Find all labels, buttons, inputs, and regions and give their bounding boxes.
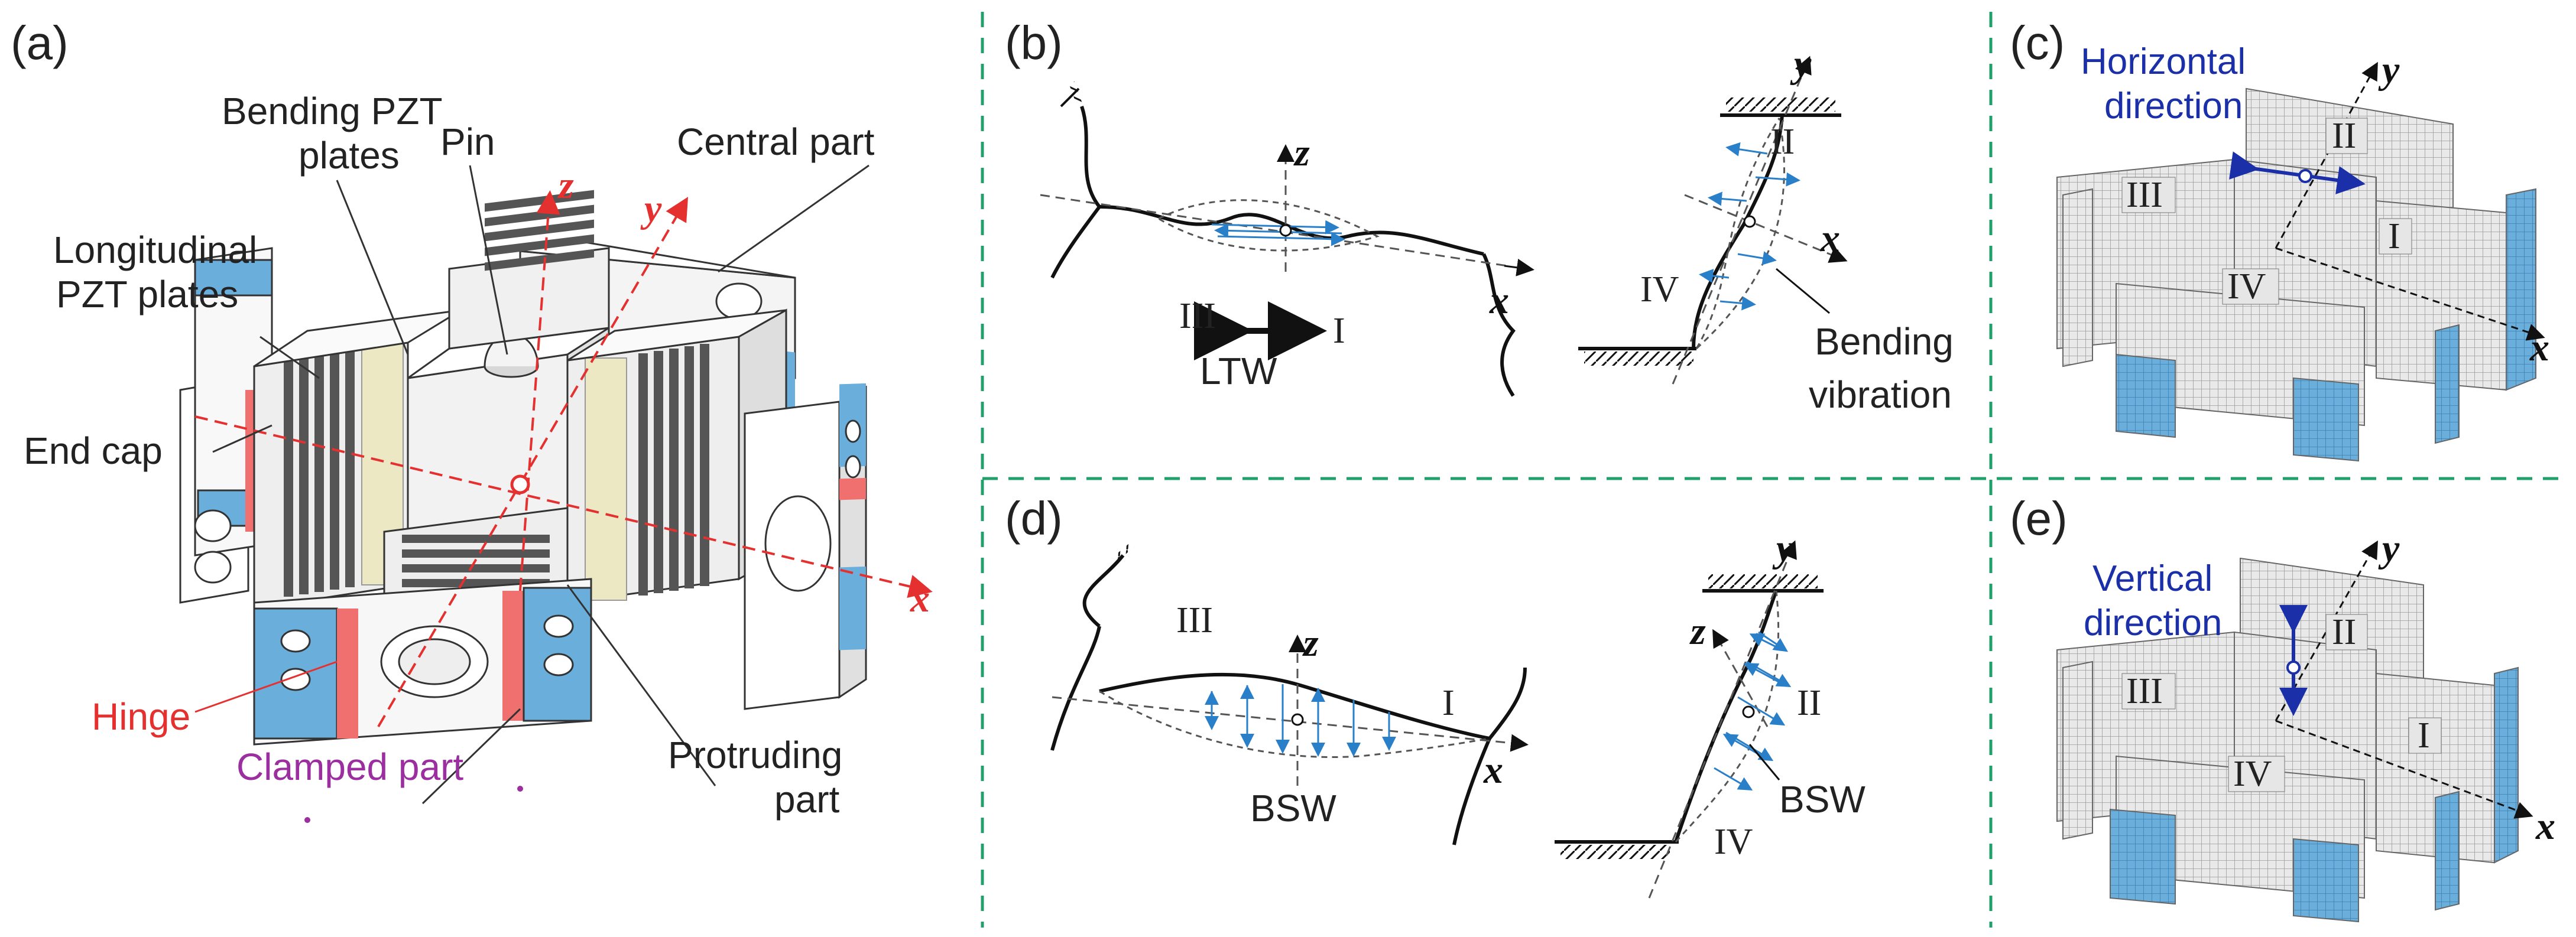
b-note-vibration: vibration [1809, 373, 1952, 416]
fe-mesh-horizontal [2056, 87, 2536, 462]
b-right-region-IV: IV [1640, 269, 1679, 310]
d-right-region-II: II [1797, 683, 1821, 723]
b-left-region-III: III [1179, 296, 1216, 336]
panel-d-left-diagram: z x III I BSW [1050, 542, 1529, 845]
panel-a-axes [194, 190, 933, 728]
e-region-III: III [2126, 671, 2163, 711]
label-central-part: Central part [677, 121, 875, 163]
left-pzt-stack [253, 309, 462, 610]
panel-a-letter: (a) [11, 17, 69, 69]
label-longitudinal-line1: Longitudinal [53, 229, 257, 271]
bsw-right-arrows [1714, 631, 1792, 791]
panel-e-letter: (e) [2010, 492, 2068, 545]
label-end-cap: End cap [24, 430, 163, 472]
b-left-region-I: I [1333, 311, 1345, 351]
label-protruding-line1: Protruding [668, 734, 842, 776]
panel-e: (e) Vertical direction y x II III [2010, 492, 2555, 923]
e-region-labels: II III I IV [2121, 612, 2442, 794]
label-bending-pzt-line2: plates [299, 134, 400, 177]
b-ltw-label: LTW [1200, 350, 1277, 392]
panel-dividers [981, 12, 2565, 928]
c-origin-marker [2298, 169, 2312, 183]
panel-b: (b) z x III I LTW [1005, 17, 1954, 416]
b-left-z-label: z [1293, 131, 1310, 174]
e-region-I: I [2418, 715, 2430, 756]
b-right-region-II: II [1770, 122, 1795, 162]
left-end-cap [179, 247, 273, 604]
clamp-dot-right [517, 786, 523, 792]
e-region-IV: IV [2233, 754, 2272, 794]
c-region-I: I [2388, 216, 2400, 256]
d-left-region-III: III [1176, 600, 1213, 640]
panel-d-letter: (d) [1005, 492, 1063, 545]
c-region-III: III [2126, 175, 2163, 215]
y-axis-line [377, 197, 689, 728]
d-left-x-label: x [1483, 749, 1503, 792]
x-axis-line [194, 415, 933, 598]
e-title-vertical: Vertical [2092, 558, 2212, 599]
e-title-direction: direction [2084, 603, 2222, 643]
axis-y-label: y [640, 187, 662, 230]
panel-d-right-diagram: y z II IV BSW [1555, 527, 1866, 899]
d-right-z-label: z [1689, 610, 1706, 653]
origin-marker [510, 474, 530, 494]
b-right-x-label: x [1820, 217, 1840, 260]
e-x-label: x [2535, 805, 2555, 848]
axis-z-label: z [557, 164, 574, 207]
label-longitudinal-line2: PZT plates [56, 273, 238, 315]
d-right-bsw-label: BSW [1779, 778, 1866, 821]
b-right-y-label: y [1790, 43, 1812, 86]
c-x-label: x [2529, 326, 2549, 369]
panel-b-letter: (b) [1005, 17, 1063, 69]
d-left-z-label: z [1302, 622, 1319, 665]
label-protruding-line2: part [774, 778, 840, 821]
axis-x-label: x [910, 577, 930, 620]
front-clamp [253, 578, 592, 746]
label-bending-pzt-line1: Bending PZT [222, 90, 443, 132]
e-origin-marker [2286, 661, 2301, 675]
panel-e-axes [2275, 540, 2533, 819]
c-title-direction: direction [2104, 86, 2243, 126]
c-region-IV: IV [2227, 266, 2266, 307]
d-right-y-label: y [1772, 527, 1794, 570]
c-region-II: II [2332, 116, 2356, 156]
d-right-region-IV: IV [1714, 822, 1753, 862]
e-y-label: y [2378, 527, 2400, 570]
panel-b-left-diagram: z x III I LTW [1040, 81, 1534, 397]
d-left-bsw-label: BSW [1250, 787, 1336, 829]
c-y-label: y [2378, 48, 2400, 92]
panel-a: (a) [11, 17, 933, 823]
panel-d: (d) z x III [1005, 492, 1866, 899]
top-pzt-stack [448, 190, 610, 350]
d-left-region-I: I [1442, 683, 1455, 723]
label-clamped-part: Clamped part [236, 746, 463, 788]
label-hinge: Hinge [92, 695, 190, 738]
clamp-dot-left [304, 817, 310, 823]
bsw-left-arrows [1205, 684, 1396, 757]
c-region-labels: II III I IV [2121, 116, 2412, 307]
right-end-clamp [744, 383, 867, 710]
b-note-bending: Bending [1815, 320, 1954, 363]
panel-a-leaders [194, 164, 870, 805]
e-region-II: II [2332, 612, 2356, 652]
bending-vibration-arrows [1699, 142, 1800, 311]
b-left-x-label: x [1489, 279, 1509, 322]
panel-b-right-diagram: y x II IV Bending vibration [1578, 43, 1954, 416]
panel-c-letter: (c) [2010, 17, 2065, 69]
panel-c: (c) Horizontal direction y x II III [2010, 17, 2549, 462]
z-axis-line [519, 190, 560, 591]
label-pin: Pin [440, 121, 495, 163]
c-title-horizontal: Horizontal [2081, 41, 2246, 82]
